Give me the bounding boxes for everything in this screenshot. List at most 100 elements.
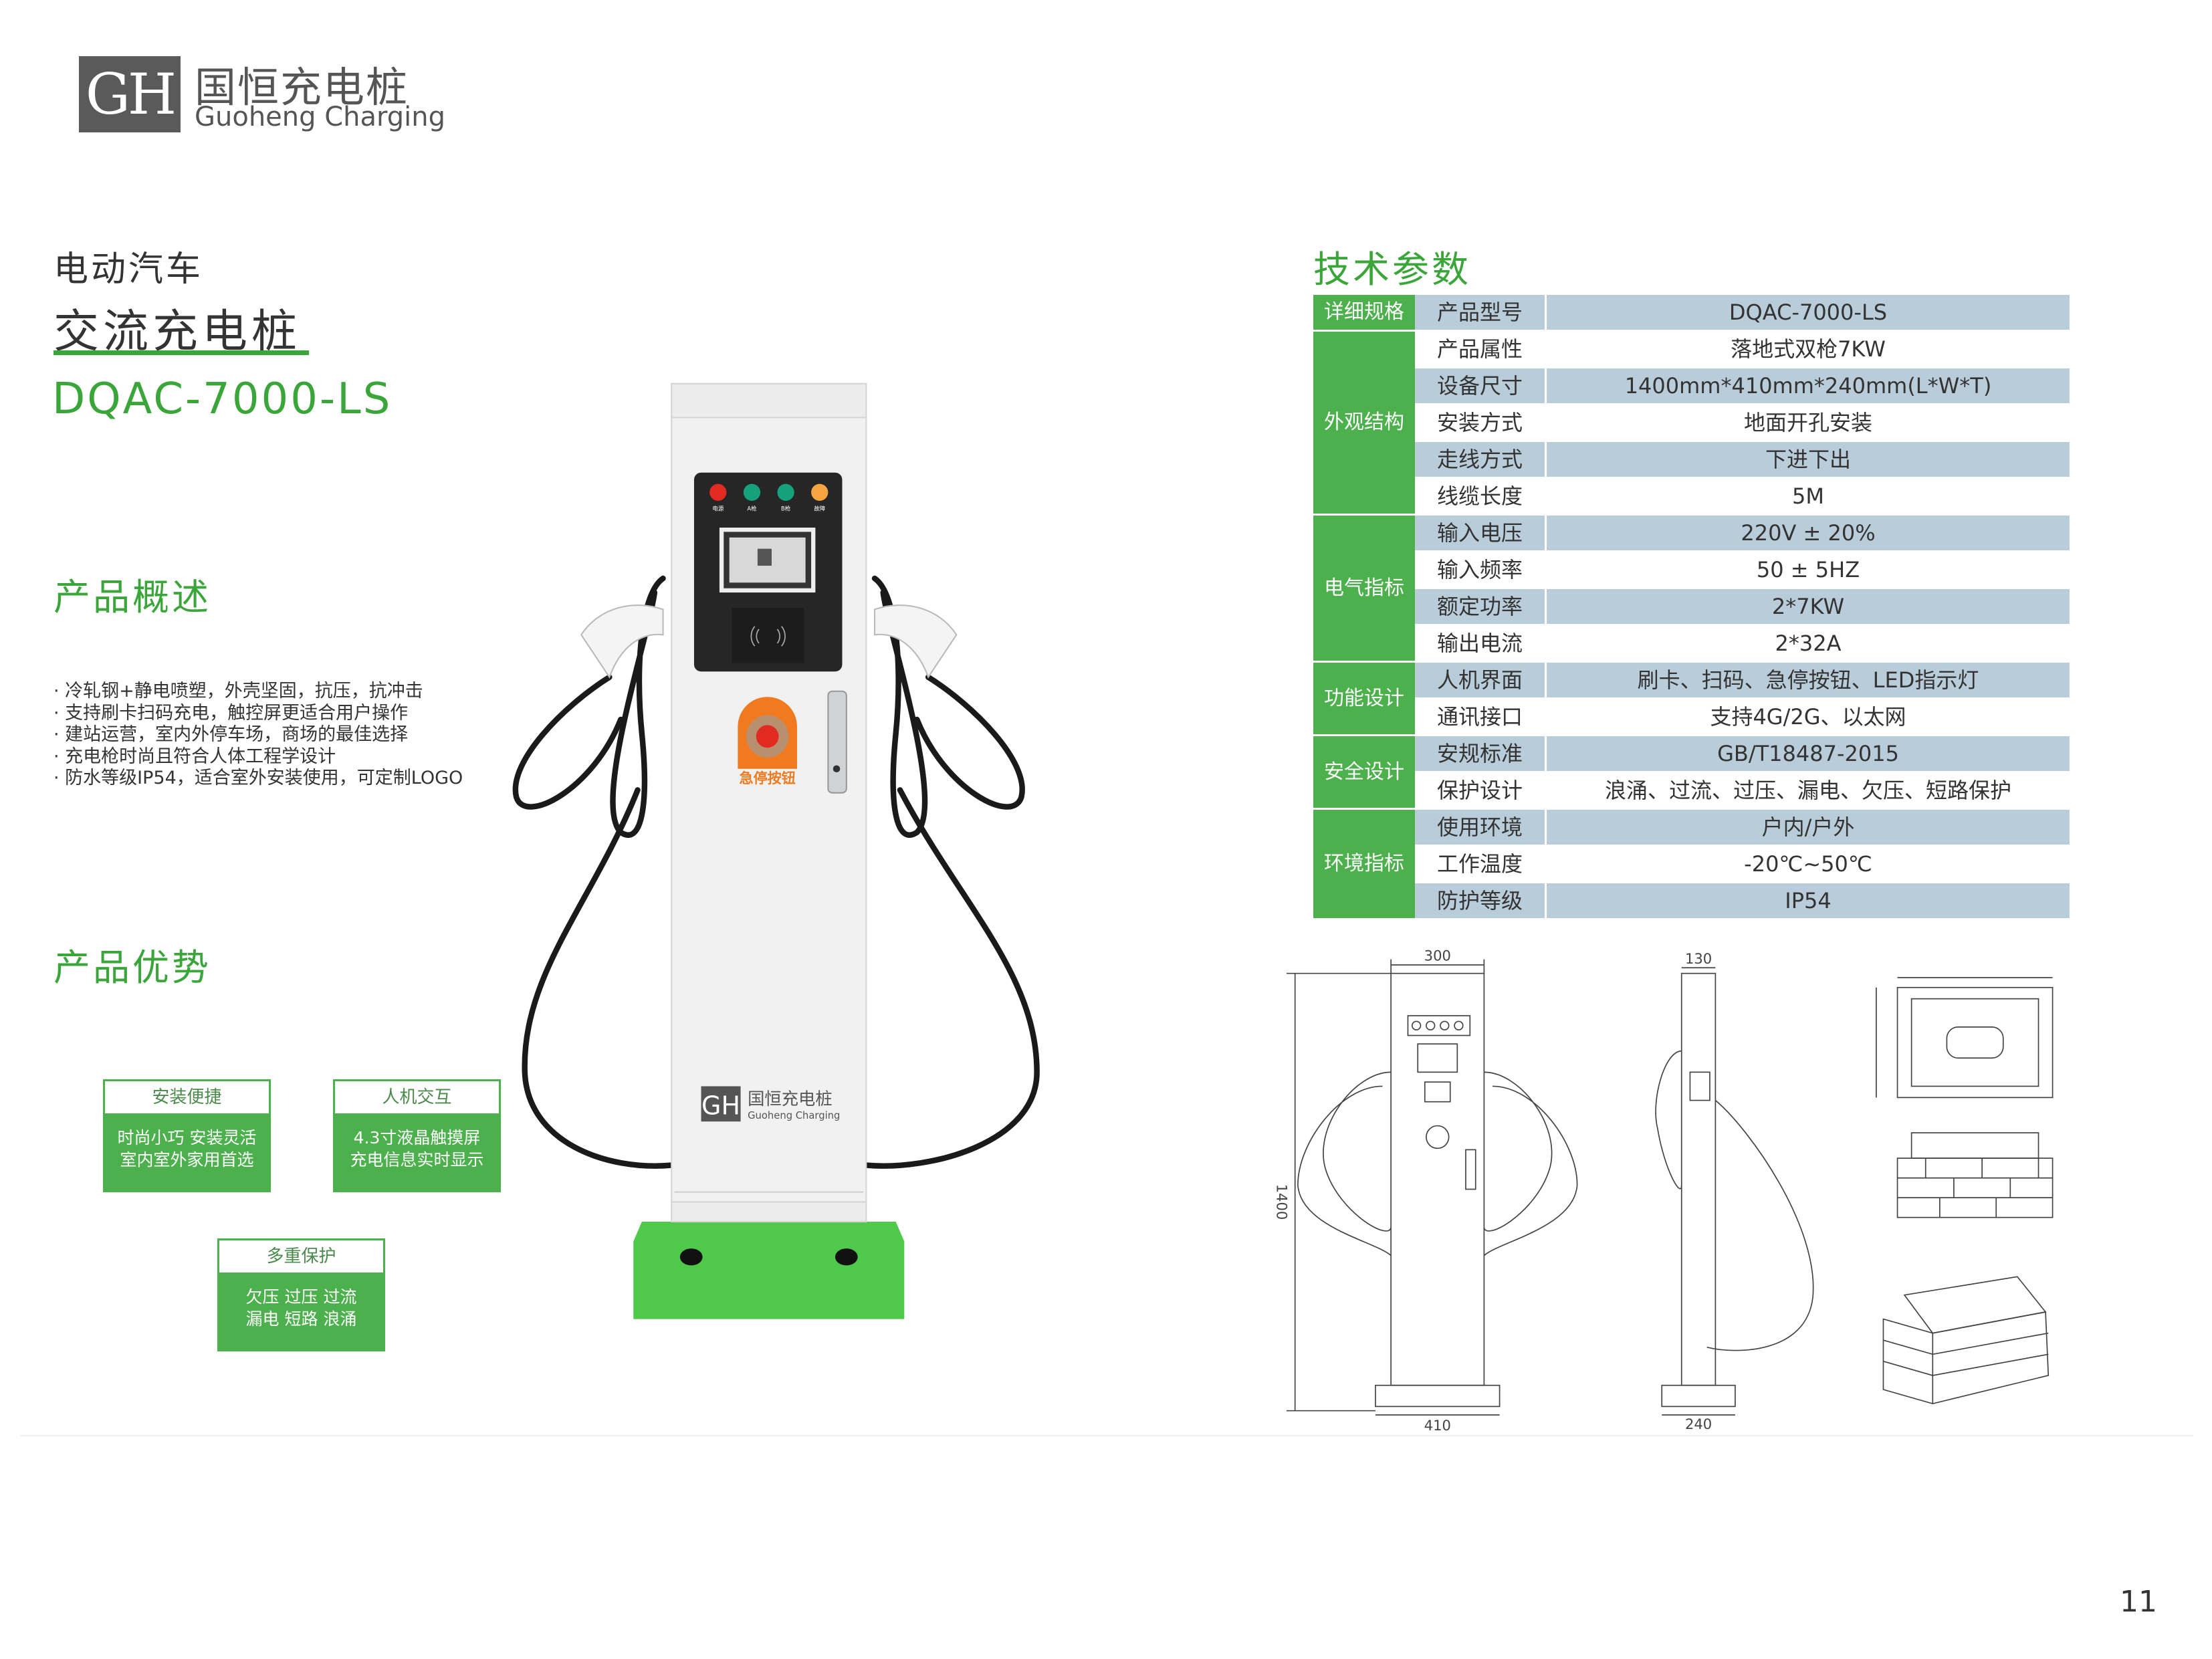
list-item: 充电枪时尚且符合人体工程学设计 [53, 746, 463, 768]
spec-value: 50 ± 5HZ [1545, 551, 2070, 589]
light-label: 电源 [712, 506, 724, 512]
table-row: 保护设计浪涌、过流、过压、漏电、欠压、短路保护 [1313, 772, 2070, 810]
spec-key: 保护设计 [1415, 772, 1547, 810]
gun-left [580, 604, 664, 679]
spec-value: 地面开孔安装 [1545, 404, 2070, 442]
advantages-heading: 产品优势 [53, 946, 212, 989]
advantage-text: 4.3寸液晶触摸屏 [353, 1128, 481, 1147]
spec-group-label: 安全设计 [1313, 735, 1415, 810]
emergency-stop-label: 急停按钮 [740, 770, 796, 786]
advantage-title: 人机交互 [335, 1081, 499, 1115]
table-row: 环境指标使用环境户内/户外 [1313, 808, 2070, 920]
light-label: A枪 [747, 506, 757, 512]
list-item: 冷轧钢+静电喷塑，外壳坚固，抗压，抗冲击 [53, 681, 463, 703]
rfid-icon [750, 626, 786, 647]
table-row: 安装方式地面开孔安装 [1313, 404, 2070, 442]
body-logo-cn: 国恒充电桩 [748, 1089, 833, 1109]
indicator-light-icon [709, 483, 727, 501]
spec-key: 防护等级 [1415, 882, 1547, 920]
light-label: 故障 [814, 506, 825, 512]
list-item: 支持刷卡扫码充电，触控屏更适合用户操作 [53, 703, 463, 725]
charger-illustration: 电源 A枪 B枪 故障 急停按钮 GH 国恒充电桩 Guoheng Chargi… [512, 382, 1040, 1319]
spec-value: IP54 [1545, 882, 2070, 920]
spec-value: 220V ± 20% [1545, 514, 2070, 552]
light-label: B枪 [781, 506, 791, 512]
spec-group-label: 环境指标 [1313, 808, 1415, 920]
title-underline [53, 350, 309, 355]
front-view-drawing [1287, 959, 1578, 1416]
product-category: 电动汽车 [53, 249, 204, 290]
list-item: 防水等级IP54，适合室外安装使用，可定制LOGO [53, 768, 463, 790]
product-model: DQAC-7000-LS [52, 374, 393, 424]
advantage-text: 室内室外家用首选 [120, 1150, 254, 1170]
advantage-card: 安装便捷 时尚小巧 安装灵活室内室外家用首选 [103, 1079, 271, 1192]
advantage-text: 漏电 短路 浪涌 [245, 1309, 357, 1329]
advantage-text: 充电信息实时显示 [350, 1150, 484, 1170]
brand-logo-mark: GH [79, 56, 181, 132]
spec-value: 落地式双枪7KW [1545, 330, 2070, 368]
overview-list: 冷轧钢+静电喷塑，外壳坚固，抗压，抗冲击 支持刷卡扫码充电，触控屏更适合用户操作… [53, 681, 463, 790]
spec-key: 设备尺寸 [1415, 367, 1547, 405]
spec-value: 支持4G/2G、以太网 [1545, 698, 2070, 736]
spec-value: 2*32A [1545, 625, 2070, 663]
advantage-title: 安装便捷 [105, 1081, 269, 1115]
brand-name-cn: 国恒充电桩 [195, 63, 409, 112]
spec-key: 安规标准 [1415, 735, 1547, 773]
spec-key: 线缆长度 [1415, 477, 1547, 516]
foundation-drawings [1876, 977, 2054, 1405]
advantage-text: 时尚小巧 安装灵活 [117, 1128, 257, 1147]
spec-key: 输出电流 [1415, 625, 1547, 663]
table-row: 走线方式下进下出 [1313, 441, 2070, 479]
spec-value: 户内/户外 [1545, 808, 2070, 847]
body-logo-mark: GH [701, 1091, 740, 1121]
advantage-card: 人机交互 4.3寸液晶触摸屏充电信息实时显示 [333, 1079, 501, 1192]
emergency-stop-button [756, 725, 779, 748]
table-row: 工作温度-20℃~50℃ [1313, 845, 2070, 883]
spec-key: 输入电压 [1415, 514, 1547, 552]
dimension-label: 1400 [1273, 1184, 1290, 1220]
spec-value: 下进下出 [1545, 441, 2070, 479]
indicator-light-icon [777, 483, 794, 501]
spec-group-label: 电气指标 [1313, 514, 1415, 663]
table-row: 外观结构产品属性落地式双枪7KW [1313, 330, 2070, 516]
spec-value: 浪涌、过流、过压、漏电、欠压、短路保护 [1545, 772, 2070, 810]
advantage-text: 欠压 过压 过流 [245, 1287, 357, 1307]
spec-value: 2*7KW [1545, 588, 2070, 626]
spec-value: DQAC-7000-LS [1545, 295, 2070, 332]
spec-value: GB/T18487-2015 [1545, 735, 2070, 773]
spec-group-label: 功能设计 [1313, 661, 1415, 736]
spec-key: 产品型号 [1415, 295, 1547, 332]
indicator-light-icon [743, 483, 761, 501]
page-number: 11 [2120, 1585, 2157, 1619]
charger-base [633, 1221, 905, 1319]
divider [20, 1435, 2193, 1436]
spec-key: 走线方式 [1415, 441, 1547, 479]
spec-key: 输入频率 [1415, 551, 1547, 589]
dimension-label: 300 [1424, 948, 1451, 964]
dimension-label: 410 [1424, 1417, 1451, 1434]
door-handle [827, 690, 847, 794]
spec-group-label: 外观结构 [1313, 330, 1415, 516]
gun-right [873, 604, 958, 679]
brand-name-en: Guoheng Charging [195, 102, 446, 132]
spec-group-label: 详细规格 [1313, 295, 1415, 332]
spec-key: 工作温度 [1415, 845, 1547, 883]
spec-value: 1400mm*410mm*240mm(L*W*T) [1545, 367, 2070, 405]
spec-value: 5M [1545, 477, 2070, 516]
advantage-card: 多重保护 欠压 过压 过流漏电 短路 浪涌 [217, 1238, 385, 1351]
spec-value: 刷卡、扫码、急停按钮、LED指示灯 [1545, 661, 2070, 699]
indicator-light-icon [811, 483, 828, 501]
spec-key: 人机界面 [1415, 661, 1547, 699]
dimension-label: 130 [1685, 950, 1712, 967]
table-row: 通讯接口支持4G/2G、以太网 [1313, 698, 2070, 736]
